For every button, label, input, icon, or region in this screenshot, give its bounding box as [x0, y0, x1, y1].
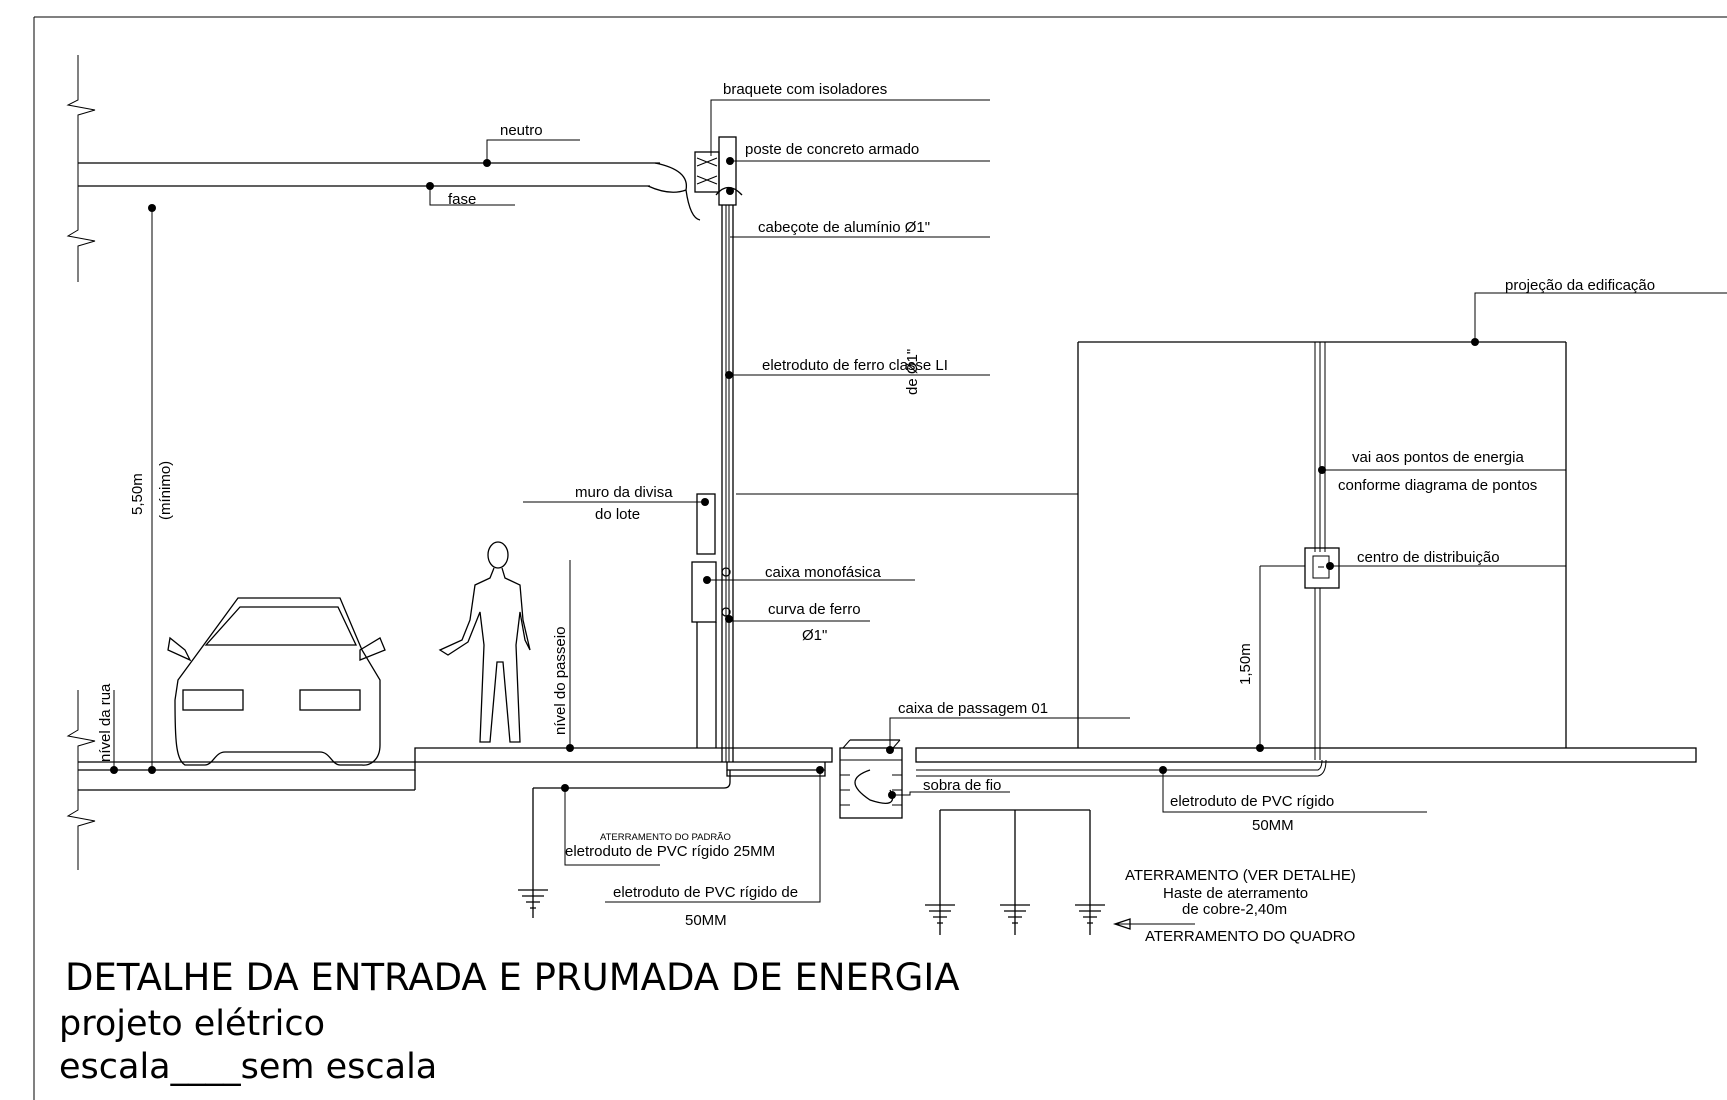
label-de-1: de Ø1" [904, 349, 921, 395]
overhead-wires [78, 162, 701, 221]
label-braquete: braquete com isoladores [723, 81, 887, 98]
label-pvc-25: eletroduto de PVC rígido 25MM [565, 843, 775, 860]
lot-wall [691, 493, 1078, 748]
label-eletroduto-ferro: eletroduto de ferro classe LI [762, 357, 948, 374]
scale-prefix: escala [59, 1047, 171, 1087]
dimensions [113, 208, 1305, 770]
label-caixa-passagem: caixa de passagem 01 [898, 700, 1048, 717]
label-projecao: projeção da edificação [1505, 277, 1655, 294]
passage-box [839, 739, 903, 819]
building-outline [1077, 341, 1567, 760]
underground-conduits [532, 759, 1327, 890]
label-cabecote: cabeçote de alumínio Ø1" [758, 219, 930, 236]
label-neutro: neutro [500, 122, 543, 139]
label-nivel-passeio: nível do passeio [552, 627, 569, 735]
concrete-pole [694, 136, 743, 762]
label-sobra-fio: sobra de fio [923, 777, 1001, 794]
drawing-scale: escala____sem escala [59, 1047, 437, 1087]
label-conforme-diagrama: conforme diagrama de pontos [1338, 477, 1537, 494]
label-poste: poste de concreto armado [745, 141, 919, 158]
ground-symbols [518, 889, 1105, 935]
drawing-title: DETALHE DA ENTRADA E PRUMADA DE ENERGIA [65, 956, 960, 999]
label-caixa-monofasica: caixa monofásica [765, 564, 882, 581]
ground-rods [939, 809, 1091, 905]
scale-value: sem escala [241, 1047, 438, 1087]
label-pvc-rigido-de: eletroduto de PVC rígido de [613, 884, 798, 901]
label-pvc-50-right: 50MM [1252, 817, 1294, 834]
label-aterr-ver-detalhe: ATERRAMENTO (VER DETALHE) [1125, 867, 1356, 884]
leader-dots [110, 157, 1479, 799]
annotations: braquete com isoladores neutro poste de … [97, 81, 1655, 945]
label-altura-cd: 1,50m [1237, 643, 1254, 685]
human-figure [438, 541, 531, 743]
label-curva-ferro: curva de ferro [768, 601, 861, 618]
sheet-border [33, 16, 1727, 1100]
scale-blank: ____ [170, 1047, 242, 1087]
leader-lines [429, 99, 1727, 930]
ground-levels [78, 747, 1697, 791]
label-nivel-rua: nível da rua [97, 683, 114, 762]
break-lines [66, 55, 96, 870]
label-minimo: (mínimo) [157, 461, 174, 520]
label-pvc-50-left: 50MM [685, 912, 727, 929]
label-muro-1: muro da divisa [575, 484, 673, 501]
drawing-subtitle: projeto elétrico [59, 1004, 325, 1044]
label-vai-aos-pontos: vai aos pontos de energia [1352, 449, 1524, 466]
label-cobre: de cobre-2,40m [1182, 901, 1287, 918]
label-eletroduto-pvc-rigido: eletroduto de PVC rígido [1170, 793, 1334, 810]
label-curva-diam: Ø1" [802, 627, 827, 644]
car-silhouette [167, 597, 386, 766]
label-fase: fase [448, 191, 476, 208]
label-haste: Haste de aterramento [1163, 885, 1308, 902]
label-altura-min: 5,50m [129, 473, 146, 515]
label-centro-distribuicao: centro de distribuição [1357, 549, 1500, 566]
title-block: DETALHE DA ENTRADA E PRUMADA DE ENERGIA … [59, 956, 960, 1087]
label-muro-2: do lote [595, 506, 640, 523]
label-aterr-quadro: ATERRAMENTO DO QUADRO [1145, 928, 1355, 945]
label-aterramento-padrao: ATERRAMENTO DO PADRÃO [600, 832, 731, 843]
